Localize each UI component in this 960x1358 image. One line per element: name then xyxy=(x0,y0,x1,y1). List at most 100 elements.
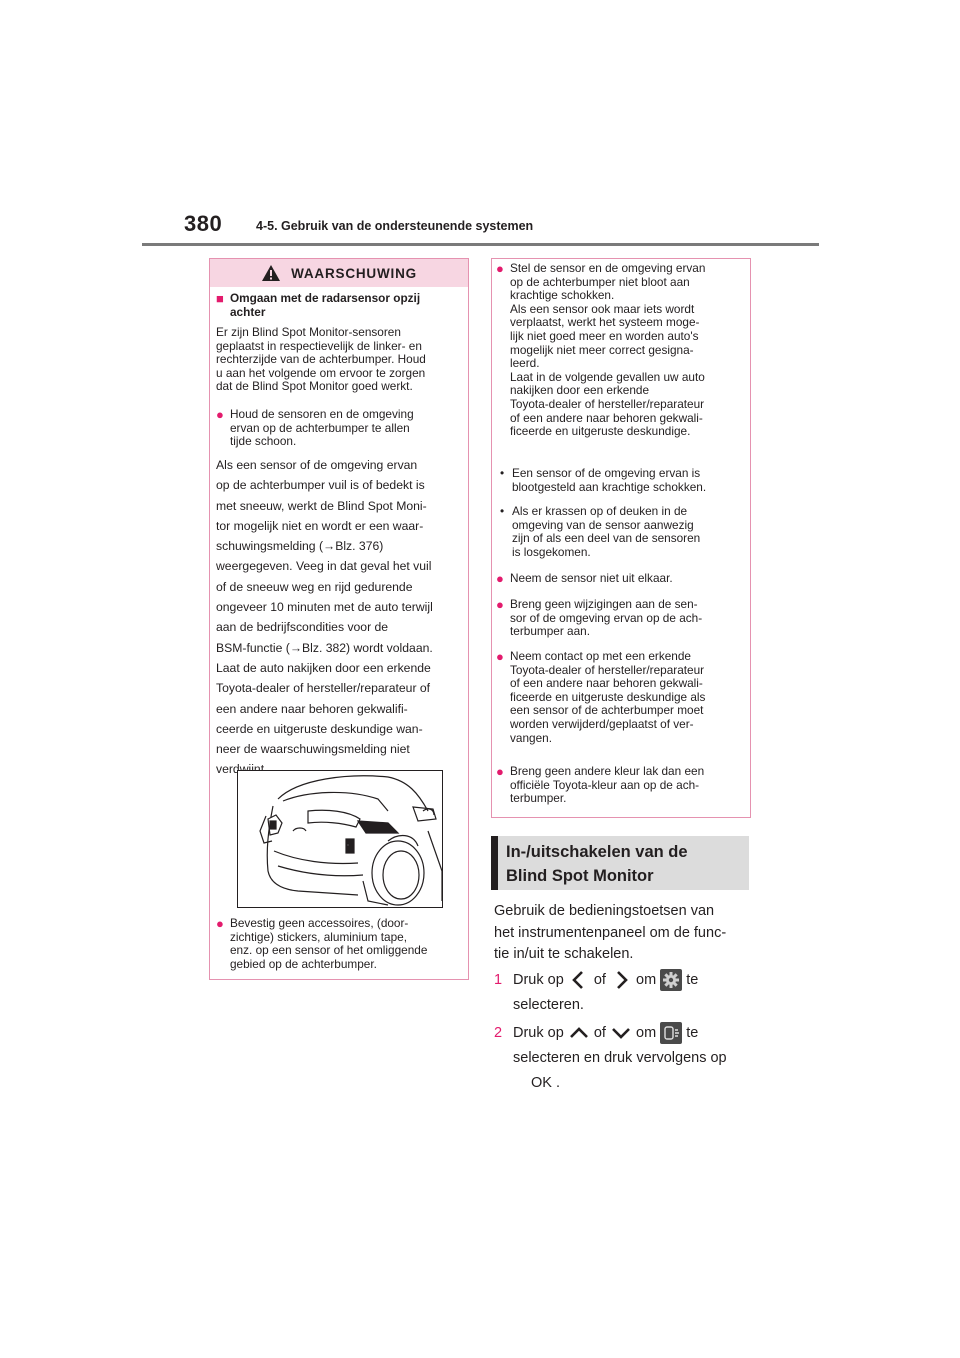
warning-subtitle-line: Omgaan met de radarsensor opzij xyxy=(230,291,421,305)
text-line: zichtige) stickers, aluminium tape, xyxy=(230,929,408,944)
text-line: ceerde en uitgeruste deskundige wan- xyxy=(216,721,423,736)
text-line: Houd de sensoren en de omgeving xyxy=(230,407,414,421)
text-line: dat de Blind Spot Monitor goed werkt. xyxy=(216,379,413,394)
text-line: rechterzijde van de achterbumper. Houd xyxy=(216,352,426,367)
bullet-item: ● Stel de sensor en de omgeving ervan op… xyxy=(496,261,748,439)
step-number: 2 xyxy=(494,1025,503,1041)
dot-item: • Een sensor of de omgeving ervan is blo… xyxy=(498,466,748,494)
round-bullet-icon: ● xyxy=(216,916,224,931)
text-line: omgeving van de sensor aanwezig xyxy=(512,517,694,532)
warning-title: WAARSCHUWING xyxy=(291,265,417,281)
ok-button: OK xyxy=(531,1075,552,1091)
step-text: Druk op xyxy=(513,1025,564,1041)
text-line: sor of de omgeving ervan op de ach- xyxy=(510,610,703,625)
text-line: Toyota-dealer of hersteller/reparateur o… xyxy=(216,681,431,696)
warning-box-right: ● Stel de sensor en de omgeving ervan op… xyxy=(491,258,751,818)
text-line: een andere naar behoren gekwalifi- xyxy=(216,701,408,716)
dot-bullet-icon: • xyxy=(500,466,505,480)
round-bullet-icon: ● xyxy=(496,597,504,612)
step-text: om xyxy=(636,1025,657,1041)
text-line: op de achterbumper niet bloot aan xyxy=(510,274,690,289)
text-line: weergegeven. Veeg in dat geval het vuil xyxy=(216,559,432,574)
text-line: terbumper. xyxy=(510,791,567,806)
chevron-right-icon xyxy=(617,971,628,990)
text-line: Als een sensor of de omgeving ervan xyxy=(216,458,418,472)
subsection-title-line: Blind Spot Monitor xyxy=(506,867,654,885)
text-line: lijk niet goed meer en worden auto's xyxy=(510,328,699,343)
step-number: 1 xyxy=(494,972,503,988)
text-line: geplaatst in respectievelijk de linker- … xyxy=(216,338,422,353)
bullet-item: ● Breng geen wijzigingen aan de sen- sor… xyxy=(496,597,748,639)
warning-box-left: WAARSCHUWING ■ Omgaan met de radarsensor… xyxy=(209,258,469,980)
text-line: schuwingsmelding (→Blz. 376) xyxy=(216,539,384,554)
text-line: een sensor of de achterbumper moet xyxy=(510,703,704,718)
text-line: Als een sensor ook maar iets wordt xyxy=(510,301,695,316)
square-bullet-icon: ■ xyxy=(216,291,224,306)
step-text: te xyxy=(686,972,699,988)
text-line: Toyota-dealer of hersteller/reparateur xyxy=(510,662,705,677)
warning-triangle-icon xyxy=(262,265,281,281)
page-number: 380 xyxy=(184,211,223,236)
text-line: vangen. xyxy=(510,730,552,745)
text-line: met sneeuw, werkt de Blind Spot Moni- xyxy=(216,498,427,513)
step-text: selecteren. xyxy=(513,997,584,1013)
text-line: ficeerde en uitgeruste deskundige. xyxy=(510,424,691,439)
warning-subtitle-line: achter xyxy=(230,304,266,319)
subsection-intro: Gebruik de bedieningstoetsen van het ins… xyxy=(494,901,759,966)
text-line: op de achterbumper vuil is of bedekt is xyxy=(216,478,425,493)
text-line: het instrumentenpaneel om de func- xyxy=(494,924,727,941)
text-line: Toyota-dealer of hersteller/reparateur xyxy=(510,396,705,411)
chevron-down-icon xyxy=(612,1028,630,1040)
text-line: Bevestig geen accessoires, (door- xyxy=(230,916,409,930)
step-text: of xyxy=(593,1025,606,1041)
text-line: Stel de sensor en de omgeving ervan xyxy=(510,261,706,275)
chevron-left-icon xyxy=(571,971,583,990)
text-line: leerd. xyxy=(510,356,540,371)
text-line: gebied op de achterbumper. xyxy=(230,956,377,971)
text-line: verplaatst, werkt het systeem moge- xyxy=(510,315,700,330)
text-line: Een sensor of de omgeving ervan is xyxy=(512,466,701,480)
step-text: . xyxy=(555,1075,561,1091)
subsection-heading: In-/uitschakelen van de Blind Spot Monit… xyxy=(491,836,749,890)
warning-paragraph: Als een sensor of de omgeving ervan op d… xyxy=(216,455,468,780)
text-line: is losgekomen. xyxy=(512,544,591,559)
warning-header: WAARSCHUWING xyxy=(210,259,468,287)
text-line: ficeerde en uitgeruste deskundige als xyxy=(510,689,706,704)
dot-bullet-icon: • xyxy=(500,504,505,518)
text-line: enz. op een sensor of het omliggende xyxy=(230,943,428,958)
text-line: ongeveer 10 minuten met de auto terwijl xyxy=(216,600,433,615)
bsm-icon xyxy=(660,1022,683,1045)
step-1: 1 Druk op of om te selecteren. xyxy=(494,968,763,1018)
text-line: officiële Toyota-kleur aan op de ach- xyxy=(510,777,700,792)
bullet-item: ● Neem de sensor niet uit elkaar. xyxy=(496,571,748,586)
round-bullet-icon: ● xyxy=(496,764,504,779)
text-line: Gebruik de bedieningstoetsen van xyxy=(494,903,715,919)
round-bullet-icon: ● xyxy=(496,261,504,276)
warning-subtitle: ■ Omgaan met de radarsensor opzij achter xyxy=(216,291,464,319)
text-line: of de sneeuw weg en rijd gedurende xyxy=(216,579,413,594)
header-rule xyxy=(142,243,819,246)
step-2: 2 Druk op of om te selecteren en druk ve… xyxy=(494,1021,763,1096)
text-line: u aan het volgende om ervoor te zorgen xyxy=(216,365,426,380)
text-line: ervan op de achterbumper te allen xyxy=(230,420,410,435)
text-line: aan de bedrijfscondities voor de xyxy=(216,620,389,635)
section-title: 4-5. Gebruik van de ondersteunende syste… xyxy=(256,219,534,233)
text-line: of een andere naar behoren gekwali- xyxy=(510,676,703,691)
text-line: tor mogelijk niet en wordt er een waar- xyxy=(216,518,424,533)
text-line: Laat de auto nakijken door een erkende xyxy=(216,660,431,675)
car-rear-illustration xyxy=(237,770,443,908)
step-text: selecteren en druk vervolgens op xyxy=(513,1050,727,1066)
text-line: Breng geen wijzigingen aan de sen- xyxy=(510,597,698,611)
text-line: tie in/uit te schakelen. xyxy=(494,946,634,962)
text-line: tijde schoon. xyxy=(230,434,297,449)
round-bullet-icon: ● xyxy=(496,649,504,664)
round-bullet-icon: ● xyxy=(496,571,504,586)
text-line: Er zijn Blind Spot Monitor-sensoren xyxy=(216,325,401,339)
subsection-title-line: In-/uitschakelen van de xyxy=(506,843,688,861)
bullet-item: ● Breng geen andere kleur lak dan een of… xyxy=(496,764,748,806)
round-bullet-icon: ● xyxy=(216,407,224,422)
step-text: om xyxy=(636,972,657,988)
text-line: Als er krassen op of deuken in de xyxy=(512,504,688,518)
text-line: neer de waarschuwingsmelding niet xyxy=(216,742,410,757)
step-text: of xyxy=(593,972,606,988)
